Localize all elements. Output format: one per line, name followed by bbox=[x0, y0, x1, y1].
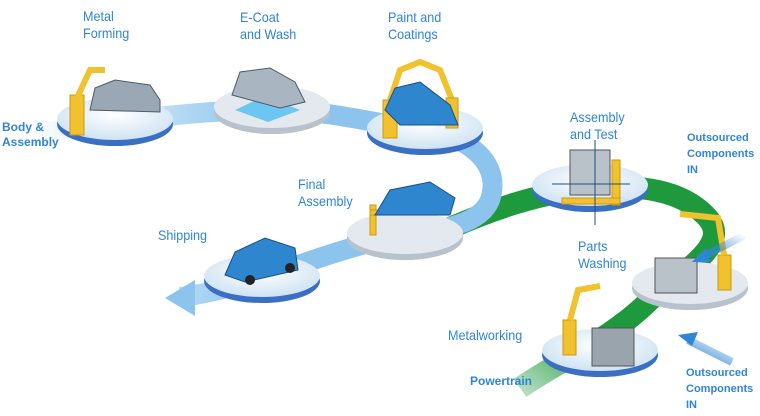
label-metalworking: Metalworking bbox=[448, 327, 523, 343]
label-shipping: Shipping bbox=[158, 227, 208, 243]
label-powertrain: Powertrain bbox=[470, 374, 533, 388]
car-body-icons bbox=[89, 67, 698, 367]
car-frame-icon bbox=[89, 79, 161, 113]
machined-part-icon bbox=[591, 327, 635, 367]
painted-car-icon bbox=[384, 81, 459, 126]
outsourced-arrow-bottom bbox=[686, 336, 734, 366]
platform-final-assembly bbox=[347, 212, 463, 260]
label-body-assembly: Body &Assembly bbox=[2, 120, 59, 149]
engine-block-icon bbox=[569, 149, 611, 196]
car-shell-icon bbox=[231, 67, 306, 109]
assembly-car-icon bbox=[374, 181, 456, 216]
shipping-arrow-head bbox=[165, 280, 195, 316]
washed-part-icon bbox=[654, 257, 698, 294]
shipping-car-icon bbox=[224, 237, 299, 283]
crosshair-icon bbox=[552, 140, 630, 225]
